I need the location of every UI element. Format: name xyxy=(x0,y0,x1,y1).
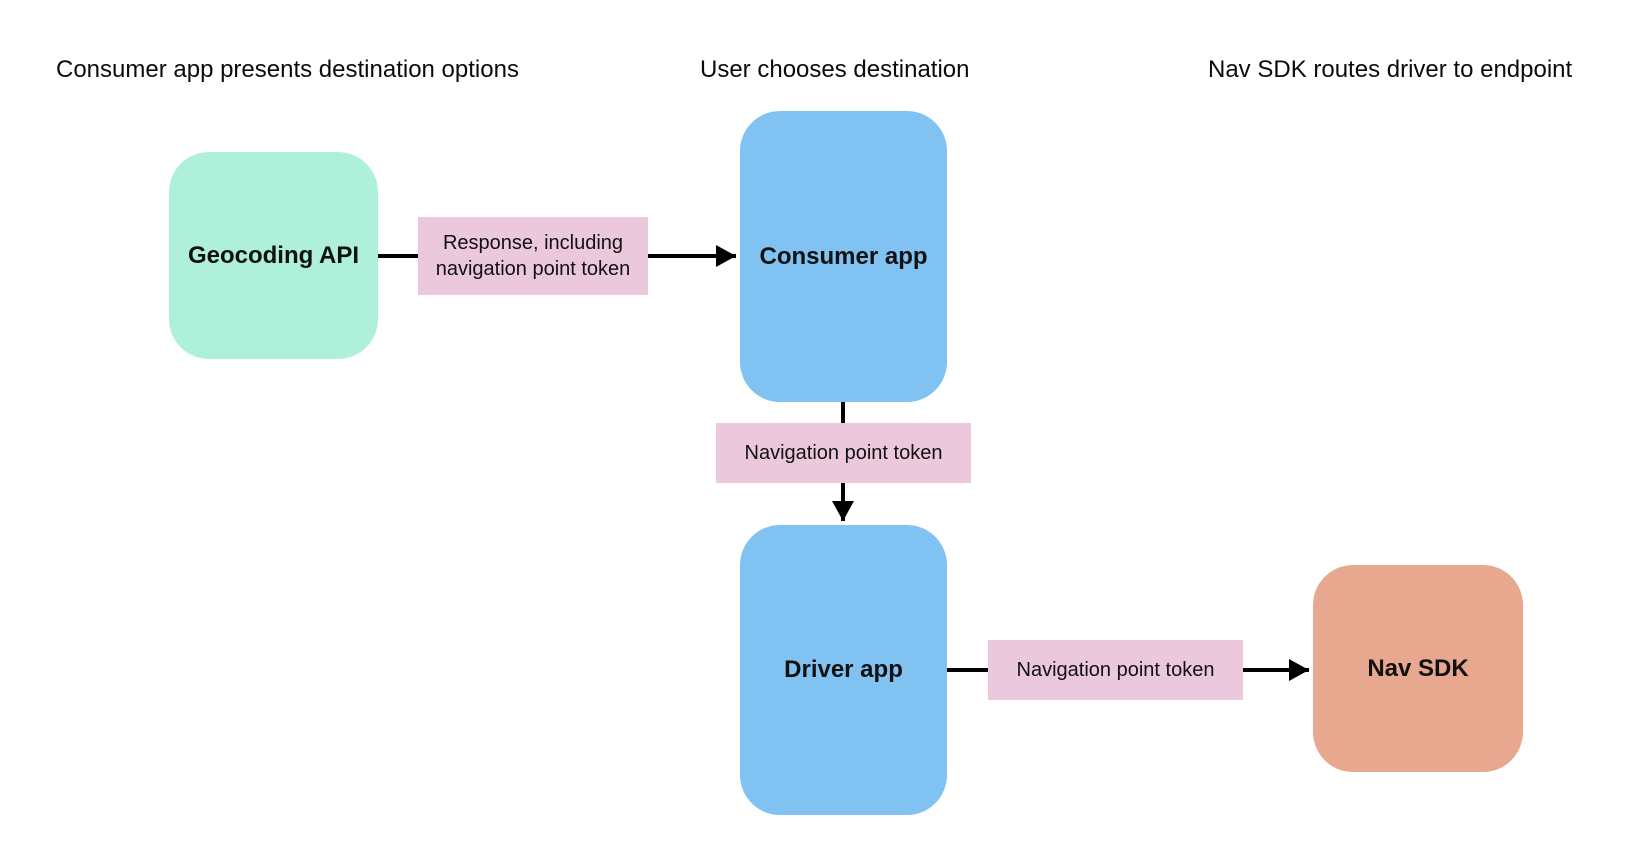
node-consumer-app-label: Consumer app xyxy=(759,242,928,270)
stage-label-nav-sdk-routes: Nav SDK routes driver to endpoint xyxy=(1208,56,1573,83)
edge-label-navigation-point-token-horizontal: Navigation point token xyxy=(988,640,1243,700)
node-driver-app-label: Driver app xyxy=(784,656,903,683)
node-nav-sdk-label: Nav SDK xyxy=(1367,654,1469,682)
edge-label-token-2-text: Navigation point token xyxy=(1016,659,1215,681)
node-consumer-app: Consumer app xyxy=(740,111,947,402)
node-driver-app: Driver app xyxy=(740,525,947,815)
edge-label-response-text: Response, including navigation point tok… xyxy=(435,232,631,280)
edge-label-token-1-text: Navigation point token xyxy=(744,442,943,464)
node-geocoding-api-label: Geocoding API xyxy=(187,241,360,269)
stage-label-consumer-presents: Consumer app presents destination option… xyxy=(56,56,519,83)
edge-label-navigation-point-token-vertical: Navigation point token xyxy=(716,423,971,483)
node-nav-sdk: Nav SDK xyxy=(1313,565,1523,772)
edge-label-response-including-token: Response, including navigation point tok… xyxy=(418,217,648,295)
stage-label-user-chooses: User chooses destination xyxy=(700,56,970,83)
node-geocoding-api: Geocoding API xyxy=(169,152,378,359)
